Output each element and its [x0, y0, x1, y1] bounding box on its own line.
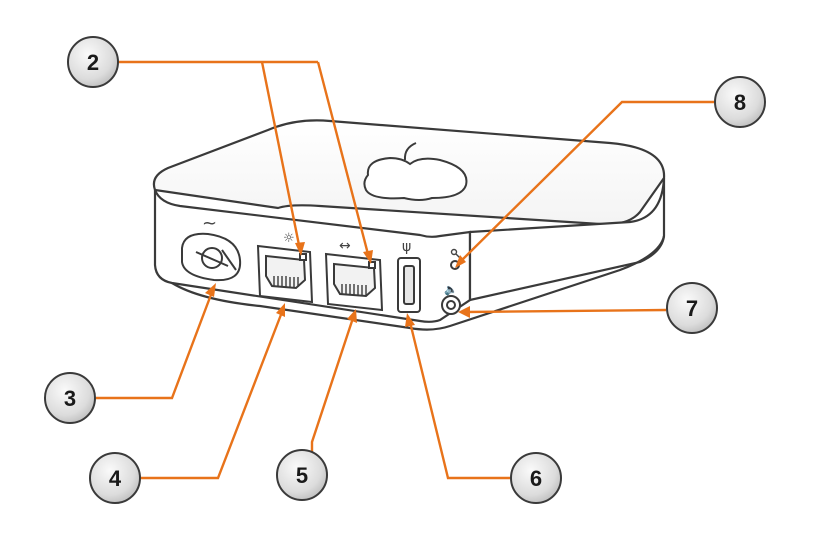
leader-7	[465, 308, 667, 314]
svg-text:3: 3	[64, 386, 76, 411]
leader-4	[140, 311, 284, 480]
svg-text:4: 4	[109, 466, 122, 491]
device-right-face	[468, 177, 666, 302]
arrow-7	[458, 306, 470, 318]
arrow-6	[405, 313, 415, 327]
leader-5	[310, 317, 355, 452]
svg-text:2: 2	[87, 50, 99, 75]
lan-port	[324, 252, 384, 312]
arrow-4	[276, 303, 285, 317]
leader-8	[459, 100, 714, 263]
wan-port	[256, 244, 314, 304]
arrow-2-lan	[363, 250, 373, 264]
leader-2-lan	[316, 61, 371, 259]
arrow-8	[455, 255, 466, 268]
callouts: 2 3 4 5 6 7 8	[44, 36, 766, 504]
lan-glyph: ↔	[339, 238, 351, 254]
usb-glyph: ψ	[402, 239, 411, 255]
leader-3	[96, 291, 214, 400]
usb-port	[397, 257, 421, 313]
svg-text:7: 7	[686, 296, 698, 321]
callout-3: 3	[44, 372, 96, 424]
wan-glyph: ☼	[283, 231, 295, 246]
arrow-2-wan	[295, 242, 305, 256]
callout-4: 4	[89, 452, 141, 504]
svg-text:8: 8	[734, 90, 746, 115]
power-port	[181, 232, 242, 282]
callout-2: 2	[67, 36, 119, 88]
callout-6: 6	[510, 452, 562, 504]
device-bottom-edge	[171, 235, 666, 331]
arrow-5	[347, 309, 357, 323]
audio-glyph: 🔈	[444, 283, 458, 296]
audio-port	[441, 295, 461, 315]
callout-8: 8	[714, 76, 766, 128]
arrow-3	[205, 283, 216, 297]
leader-6	[408, 321, 510, 480]
power-glyph: ~	[202, 213, 217, 234]
leader-lines	[96, 60, 714, 480]
leader-2-wan	[260, 61, 302, 251]
svg-text:6: 6	[530, 466, 542, 491]
leader-arrowheads	[205, 242, 470, 327]
apple-logo-icon	[363, 142, 468, 201]
svg-text:5: 5	[296, 463, 308, 488]
callout-5: 5	[276, 449, 328, 501]
callout-7: 7	[666, 282, 718, 334]
